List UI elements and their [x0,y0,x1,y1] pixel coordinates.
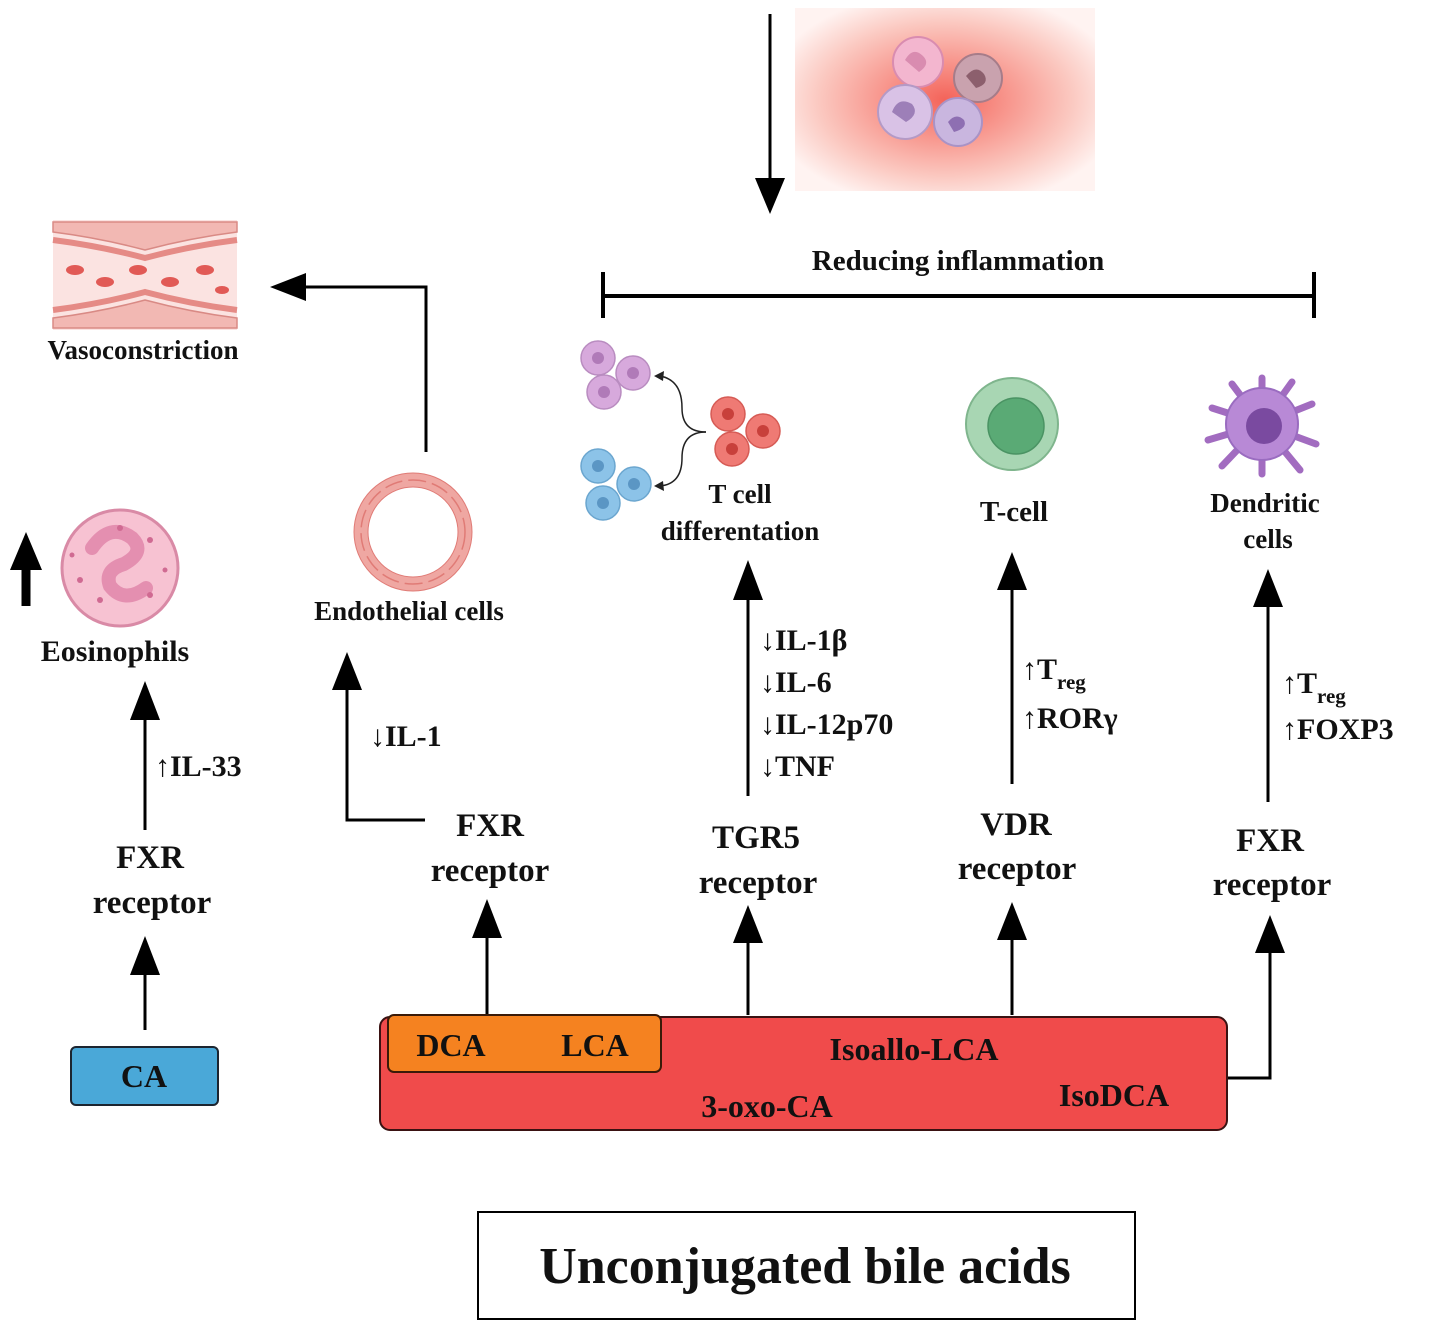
fxr-foxp3-label: ↑FOXP3 [1282,713,1394,746]
vdr-label-2: receptor [958,851,1076,887]
dca-label: DCA [416,1027,485,1063]
tgr5-effect-3: ↓IL-12p70 [760,708,893,741]
fxr2-label-1: FXR [456,808,525,844]
dendritic-cell-icon [1204,374,1320,478]
inflammation-cells-icon [795,8,1095,191]
t-cell-diff-label-1: T cell [708,479,772,509]
ca-to-fxr1-arrow [130,936,160,1030]
up-arrow-icon [10,532,42,606]
title-box: Unconjugated bile acids [477,1211,1136,1320]
t-cell-diff-label-2: differentation [661,516,819,546]
lca-label: LCA [561,1027,629,1063]
tgr5-label-1: TGR5 [712,820,800,856]
reducing-inflammation-bracket [601,272,1316,318]
bar-to-vdr-arrow [997,902,1027,1015]
oxo-ca-label: 3-oxo-CA [701,1088,833,1124]
vdr-treg-sub: reg [1057,670,1086,694]
t-cell-differentiation-icon [580,340,781,521]
fxr-treg-sub: reg [1317,684,1346,708]
dendritic-label-1: Dendritic [1210,488,1319,518]
fxr1-to-eosinophils-arrow [130,681,160,830]
vessel-icon [52,220,238,330]
fxr1-label-1: FXR [116,840,185,876]
fxr3-to-dendritic-arrow [1253,569,1283,802]
fxr2-to-endothelial-arrow [332,652,425,822]
dendritic-label-2: cells [1243,524,1292,554]
tgr5-effect-4: ↓TNF [760,750,835,783]
bar-to-tgr5-arrow [733,905,763,1015]
title: Unconjugated bile acids [539,1238,1071,1295]
t-cell-icon [965,377,1059,471]
fxr1-label-2: receptor [93,885,211,921]
tgr5-to-tcell-diff-arrow [733,560,763,796]
vdr-to-tcell-arrow [997,552,1027,784]
reducing-inflammation-label: Reducing inflammation [812,245,1104,277]
fxr-treg-label: ↑Treg [1282,667,1346,708]
vdr-treg-label: ↑Treg [1022,653,1086,694]
fxr3-label-1: FXR [1236,823,1305,859]
ca-box: CA [70,1046,219,1106]
tgr5-label-2: receptor [699,865,817,901]
vdr-ror-label: ↑RORγ [1022,702,1118,735]
tgr5-effect-1: ↓IL-1β [760,624,847,657]
vdr-label-1: VDR [980,807,1053,843]
bar-to-fxr2-arrow [472,899,502,1015]
dca-lca-box [387,1014,662,1073]
endothelial-to-vasoconstriction-arrow [270,273,428,452]
t-cell-label: T-cell [980,496,1048,528]
eosinophil-icon [60,508,180,628]
tgr5-effect-2: ↓IL-6 [760,666,832,699]
bile-acid-bar: DCA LCA Isoallo-LCA 3-oxo-CA IsoDCA [379,1014,1228,1131]
eosinophils-label: Eosinophils [41,635,189,668]
isodca-label: IsoDCA [1059,1077,1169,1113]
bar-to-fxr3-arrow [1228,915,1285,1080]
il33-label: ↑IL-33 [155,750,242,783]
isoallo-lca-label: Isoallo-LCA [830,1031,999,1067]
ca-label: CA [121,1058,167,1094]
fxr3-label-2: receptor [1213,867,1331,903]
endothelial-cells-label: Endothelial cells [314,596,504,626]
fxr2-label-2: receptor [431,853,549,889]
endothelial-ring-icon [353,472,473,592]
il1-label: ↓IL-1 [370,720,442,753]
inflammation-down-arrow [755,14,785,214]
vasoconstriction-label: Vasoconstriction [47,335,238,365]
